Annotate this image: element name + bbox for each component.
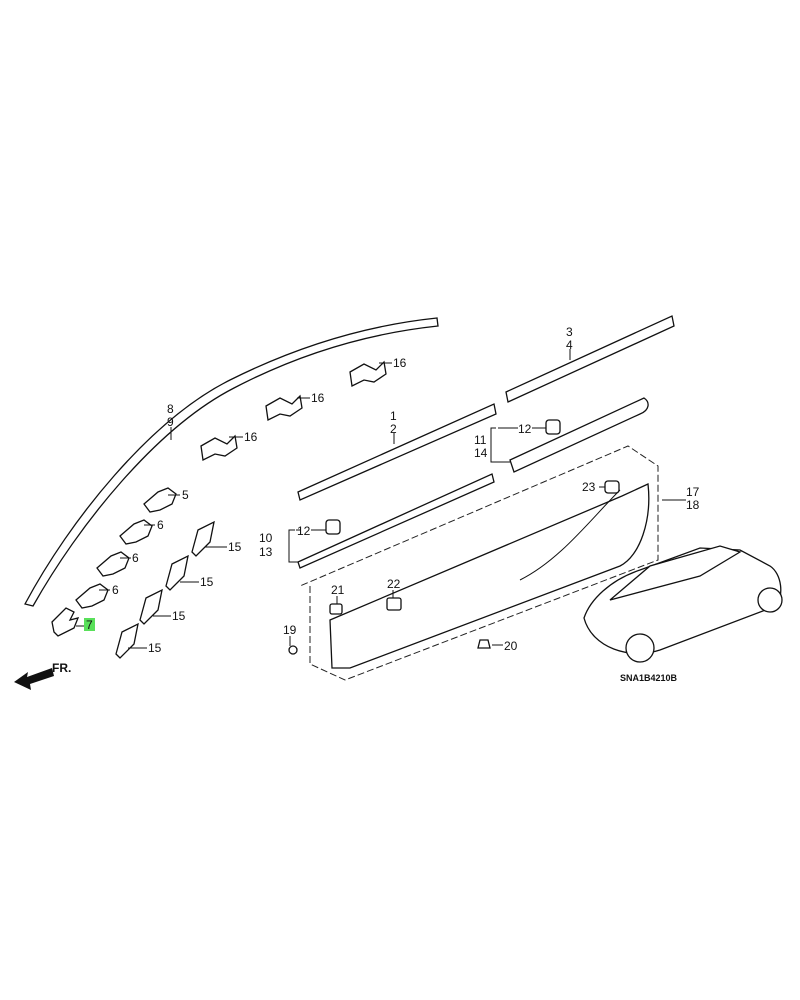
clip-23 <box>604 480 620 494</box>
leader-lines <box>76 349 686 649</box>
callout-7-highlighted[interactable]: 7 <box>86 618 93 632</box>
callout-17: 17 <box>686 485 700 499</box>
diagram-code: SNA1B4210B <box>620 673 678 683</box>
rear-door-sash-molding <box>505 315 675 403</box>
car-illustration <box>583 545 783 663</box>
callout-3: 3 <box>566 325 573 339</box>
callout-15: 15 <box>228 540 242 554</box>
callout-10: 10 <box>259 531 273 545</box>
front-door-sash-molding <box>297 403 497 501</box>
callout-labels: 8 9 16 16 16 5 6 6 6 7 15 15 15 15 1 2 3… <box>84 325 700 683</box>
callout-20: 20 <box>504 639 518 653</box>
callout-19: 19 <box>283 623 297 637</box>
rear-door-protector <box>509 397 649 473</box>
callout-6: 6 <box>157 518 164 532</box>
callout-8: 8 <box>167 402 174 416</box>
callout-23: 23 <box>582 480 596 494</box>
callout-21: 21 <box>331 583 345 597</box>
assembly-boundary <box>299 445 659 681</box>
callout-1: 1 <box>390 409 397 423</box>
callout-15: 15 <box>148 641 162 655</box>
screw-19 <box>288 645 298 655</box>
highlight-box <box>84 618 95 631</box>
callout-12: 12 <box>297 524 311 538</box>
callout-14: 14 <box>474 446 488 460</box>
roof-molding <box>24 317 439 607</box>
front-label: FR. <box>52 661 71 675</box>
garnish-clip <box>115 520 215 659</box>
callout-22: 22 <box>387 577 401 591</box>
front-arrow-icon <box>14 668 54 690</box>
clip-22 <box>386 597 402 611</box>
front-door-protector <box>297 473 495 569</box>
callout-15: 15 <box>200 575 214 589</box>
callout-16: 16 <box>393 356 407 370</box>
callout-13: 13 <box>259 545 273 559</box>
callout-12: 12 <box>518 422 532 436</box>
callout-4: 4 <box>566 338 573 352</box>
callout-16: 16 <box>244 430 258 444</box>
callout-16: 16 <box>311 391 325 405</box>
molding-clip <box>51 487 177 637</box>
fastener-12 <box>325 519 341 535</box>
callout-2: 2 <box>390 422 397 436</box>
fastener-12 <box>545 419 561 435</box>
clip-20 <box>477 639 491 649</box>
roof-clip <box>200 360 387 461</box>
side-sill-garnish <box>329 483 650 669</box>
clip-21 <box>329 603 343 615</box>
callout-5: 5 <box>182 488 189 502</box>
callout-11: 11 <box>474 433 487 447</box>
callout-6: 6 <box>132 551 139 565</box>
callout-6: 6 <box>112 583 119 597</box>
callout-15: 15 <box>172 609 186 623</box>
callout-9: 9 <box>167 415 174 429</box>
callout-18: 18 <box>686 498 700 512</box>
